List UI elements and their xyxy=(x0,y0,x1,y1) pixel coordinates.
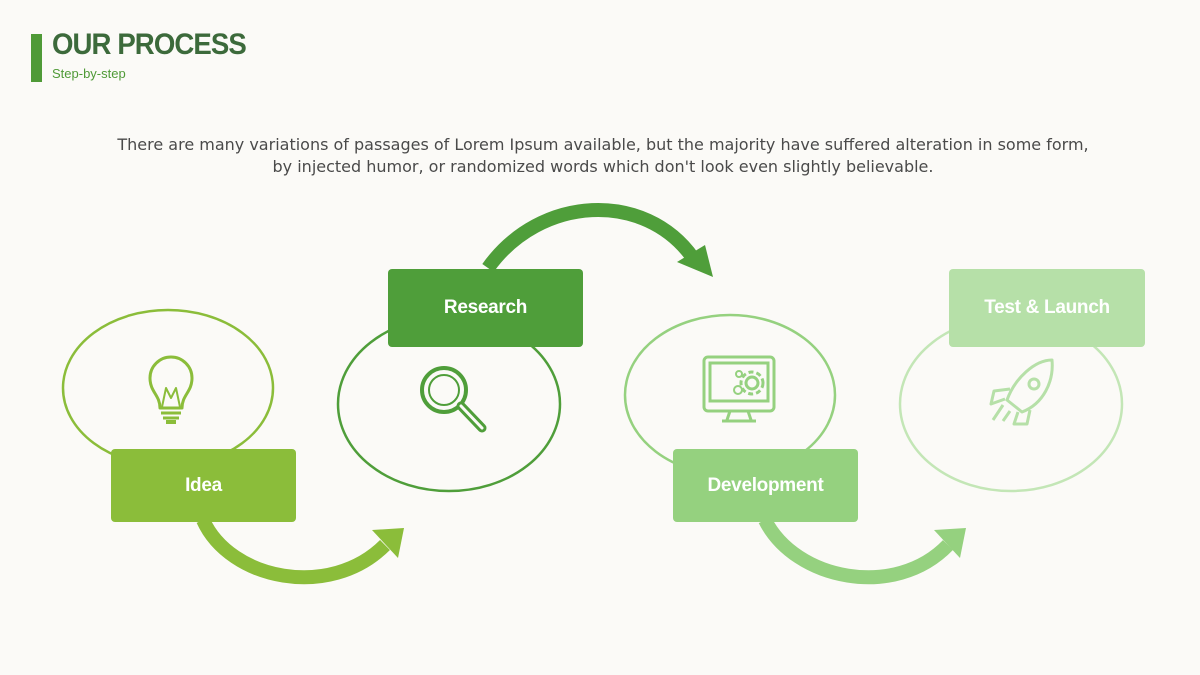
magnifier-icon xyxy=(420,366,487,433)
arrow-idea-to-research xyxy=(196,516,404,585)
monitor-gear-icon xyxy=(702,355,776,423)
step-ellipse-idea xyxy=(61,308,275,468)
step-label-test-launch: Test & Launch xyxy=(949,269,1145,347)
rocket-icon xyxy=(989,358,1054,426)
lightbulb-icon xyxy=(148,355,194,424)
arrow-research-to-development xyxy=(482,202,713,277)
step-label-idea: Idea xyxy=(111,449,296,522)
arrow-development-to-test xyxy=(758,516,966,585)
title-accent-bar xyxy=(31,34,42,82)
step-label-development: Development xyxy=(673,449,858,522)
step-label-research: Research xyxy=(388,269,583,347)
page-title: OUR PROCESS xyxy=(52,28,247,61)
page-subtitle: Step-by-step xyxy=(52,66,126,81)
description-text: There are many variations of passages of… xyxy=(117,135,1089,176)
